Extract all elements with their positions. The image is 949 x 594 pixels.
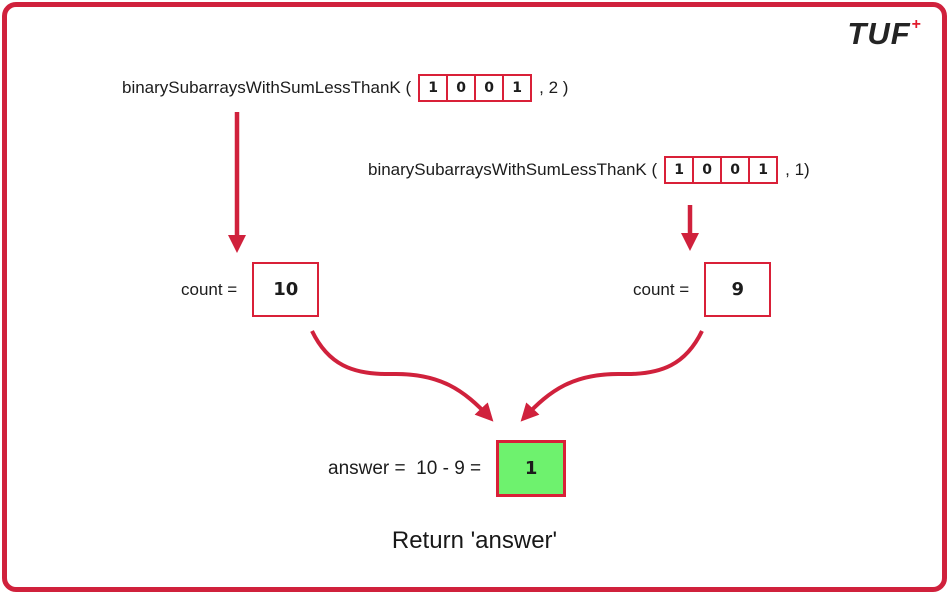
array-cell: 1 (748, 156, 779, 184)
array-cell: 1 (418, 74, 449, 102)
tuf-logo: TUF+ (847, 16, 921, 52)
logo-plus: + (911, 15, 922, 33)
array-cell: 0 (474, 74, 505, 102)
function-call-2: binarySubarraysWithSumLessThanK ( 1 0 0 … (368, 156, 810, 184)
call-1-array: 1 0 0 1 (418, 74, 533, 102)
call-1-prefix: binarySubarraysWithSumLessThanK ( (122, 78, 412, 97)
return-statement: Return 'answer' (391, 527, 558, 554)
answer-label: answer = 10 - 9 = (328, 457, 482, 479)
array-cell: 0 (692, 156, 723, 184)
array-cell: 1 (664, 156, 695, 184)
count-1-value-box: 10 (252, 262, 320, 317)
array-cell: 0 (446, 74, 477, 102)
array-cell: 1 (502, 74, 533, 102)
count-row-2: count = 9 (633, 262, 772, 317)
arrow-count2-to-answer (520, 330, 704, 422)
logo-text: TUF (847, 16, 911, 51)
call-2-array: 1 0 0 1 (664, 156, 779, 184)
answer-value-box: 1 (496, 440, 567, 497)
array-cell: 0 (720, 156, 751, 184)
call-2-suffix: , 1) (785, 160, 810, 179)
count-2-label: count = (633, 279, 690, 299)
call-1-suffix: , 2 ) (539, 78, 569, 97)
call-2-prefix: binarySubarraysWithSumLessThanK ( (368, 160, 658, 179)
count-row-1: count = 10 (181, 262, 320, 317)
count-1-label: count = (181, 279, 238, 299)
answer-row: answer = 10 - 9 = 1 (328, 440, 567, 497)
function-call-1: binarySubarraysWithSumLessThanK ( 1 0 0 … (122, 74, 568, 102)
arrow-count1-to-answer (310, 330, 494, 422)
count-2-value-box: 9 (704, 262, 772, 317)
